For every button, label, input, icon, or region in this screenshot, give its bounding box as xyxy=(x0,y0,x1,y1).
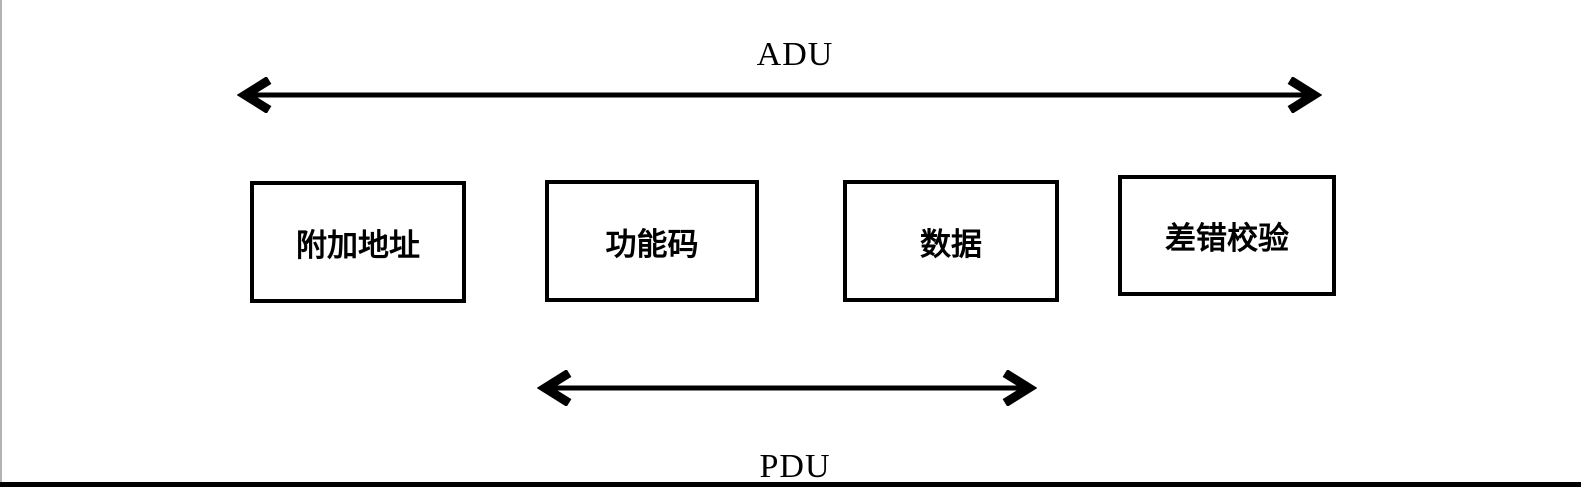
adu-arrowhead-right-icon xyxy=(1287,77,1322,113)
field-box-data: 数据 xyxy=(843,180,1059,302)
pdu-double-arrow xyxy=(537,370,1037,406)
field-box-label: 功能码 xyxy=(605,226,699,262)
field-box-function-code: 功能码 xyxy=(545,180,759,302)
page-bottom-rule-line xyxy=(0,482,1581,487)
pdu-arrowhead-right-icon xyxy=(1002,370,1037,406)
field-box-additional-address: 附加地址 xyxy=(250,181,466,303)
pdu-span-label: PDU xyxy=(759,448,831,485)
page-left-edge-line xyxy=(0,0,2,487)
field-box-label: 附加地址 xyxy=(296,227,420,263)
adu-double-arrow xyxy=(237,77,1322,113)
field-box-label: 差错校验 xyxy=(1165,221,1289,256)
field-box-error-check: 差错校验 xyxy=(1118,175,1336,296)
adu-span-label: ADU xyxy=(756,36,834,73)
adu-arrowhead-left-icon xyxy=(237,77,272,113)
pdu-arrowhead-left-icon xyxy=(537,370,572,406)
field-box-label: 数据 xyxy=(920,226,982,262)
